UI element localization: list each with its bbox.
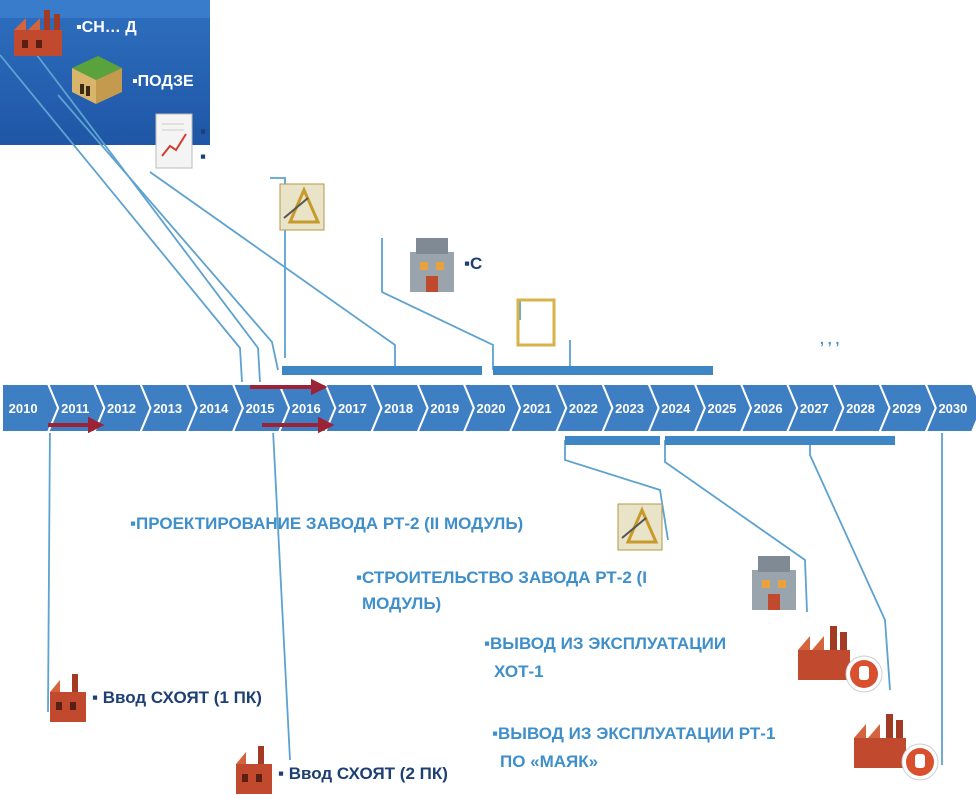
- partial-label: , , ,: [820, 331, 839, 347]
- label-top-4: ▪: [200, 147, 207, 166]
- partial-icon: [516, 298, 556, 347]
- connector-line: [57, 94, 279, 371]
- design-tools-icon: [617, 503, 663, 551]
- label-top-2: ▪ПОДЗЕ: [132, 73, 194, 90]
- year-label: 2014: [199, 401, 229, 416]
- year-label: 2023: [615, 401, 644, 416]
- label-design-rt2: ▪ПРОЕКТИРОВАНИЕ ЗАВОДА РТ-2 (II МОДУЛЬ): [130, 514, 524, 533]
- year-label: 2020: [477, 401, 506, 416]
- label-build-rt2-line1: ▪СТРОИТЕЛЬСТВО ЗАВОДА РТ-2 (I: [356, 568, 647, 587]
- year-label: 2017: [338, 401, 367, 416]
- timeline-chevron-2010: 2010: [1, 383, 60, 433]
- label-hot1-line1: ▪ВЫВОД ИЗ ЭКСПЛУАТАЦИИ: [484, 634, 727, 653]
- connector-line: [809, 440, 891, 691]
- year-label: 2030: [938, 401, 967, 416]
- year-label: 2028: [846, 401, 875, 416]
- label-hot1-line2: ХОТ-1: [494, 662, 544, 681]
- year-label: 2010: [9, 401, 38, 416]
- year-label: 2026: [754, 401, 783, 416]
- plant-building-icon: [410, 238, 454, 292]
- year-label: 2016: [292, 401, 321, 416]
- label-pk1: ▪ Ввод СХОЯТ (1 ПК): [92, 688, 262, 707]
- year-label: 2021: [523, 401, 552, 416]
- duration-bar: [565, 436, 660, 445]
- year-label: 2015: [246, 401, 275, 416]
- label-mid-1: ▪С: [464, 254, 483, 273]
- connector-line: [270, 177, 286, 358]
- duration-bar: [665, 436, 895, 445]
- factory-icon: [14, 10, 62, 56]
- underground-storage-icon: [72, 56, 122, 104]
- duration-bar: [493, 366, 713, 375]
- year-label: 2022: [569, 401, 598, 416]
- year-label: 2012: [107, 401, 136, 416]
- factory-stop-icon: [854, 714, 939, 781]
- connector-line: [381, 238, 494, 370]
- label-mayak-line1: ▪ВЫВОД ИЗ ЭКСПЛУАТАЦИИ РТ-1: [492, 724, 776, 743]
- plant-building-icon: [752, 556, 796, 610]
- document-chart-icon: [155, 113, 193, 169]
- connector-line: [47, 419, 51, 713]
- duration-bar: [282, 366, 482, 375]
- connector-line: [664, 440, 808, 613]
- connector-line: [272, 429, 291, 761]
- year-label: 2013: [153, 401, 182, 416]
- year-label: 2011: [61, 401, 89, 416]
- timeline-chevron-2030: 2030: [924, 383, 976, 433]
- year-label: 2018: [384, 401, 413, 416]
- factory-stop-icon: [798, 626, 883, 693]
- label-build-rt2-line2: МОДУЛЬ): [362, 594, 442, 613]
- label-mayak-line2: ПО «МАЯК»: [500, 752, 599, 771]
- timeline-chevron-2023: 2023: [600, 383, 660, 433]
- year-label: 2027: [800, 401, 829, 416]
- year-label: 2025: [707, 401, 736, 416]
- year-label: 2024: [661, 401, 691, 416]
- connector-line: [0, 54, 243, 383]
- year-label: 2019: [430, 401, 459, 416]
- header-band-top: [0, 0, 210, 18]
- label-top-3: ▪: [200, 122, 207, 141]
- factory-icon: [236, 746, 272, 794]
- timeline-chevron-2029: 2029: [878, 383, 937, 433]
- connector-line: [149, 171, 396, 370]
- connector-line: [564, 440, 669, 541]
- label-top-1: ▪СН… Д: [76, 19, 137, 36]
- factory-icon: [50, 674, 86, 722]
- design-tools-icon: [279, 183, 325, 231]
- label-pk2: ▪ Ввод СХОЯТ (2 ПК): [278, 764, 448, 783]
- year-label: 2029: [892, 401, 921, 416]
- connector-line: [17, 29, 261, 383]
